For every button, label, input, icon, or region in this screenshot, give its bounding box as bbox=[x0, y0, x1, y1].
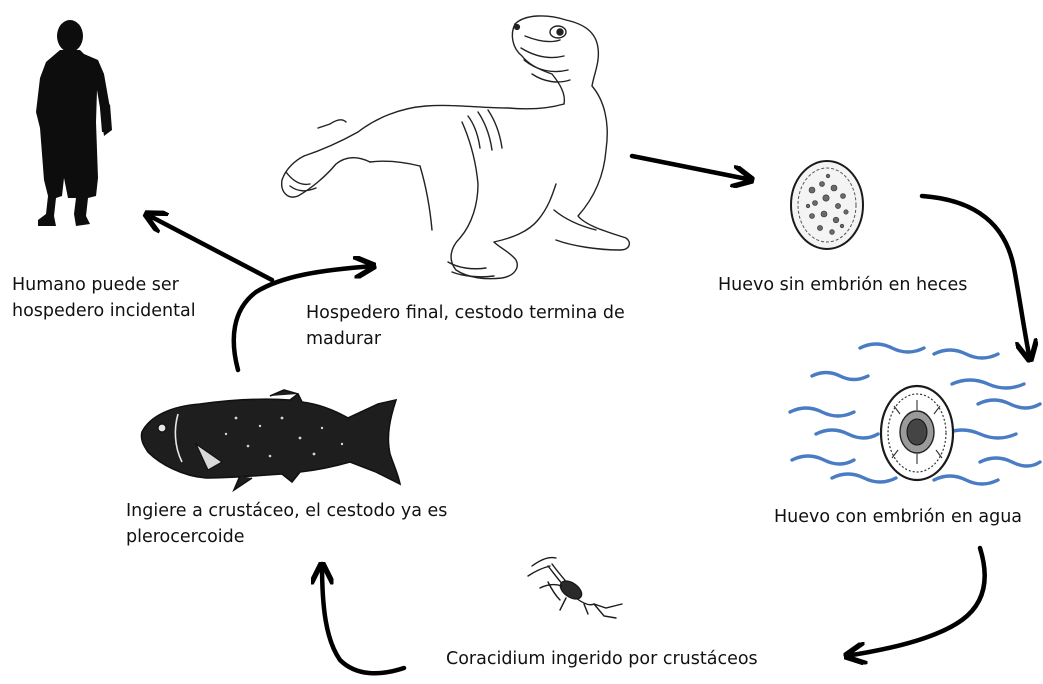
arrow-water-to-coracidium bbox=[846, 548, 985, 656]
label-human-line-2: hospedero incidental bbox=[12, 298, 196, 324]
label-final-host: Hospedero final, cestodo termina de madu… bbox=[306, 300, 625, 352]
label-final-host-line-2: madurar bbox=[306, 326, 625, 352]
label-fish-line-1: Ingiere a crustáceo, el cestodo ya es bbox=[126, 498, 447, 524]
label-coracidium: Coracidium ingerido por crustáceos bbox=[446, 646, 758, 672]
label-human: Humano puede ser hospedero incidental bbox=[12, 272, 196, 324]
label-egg-water-line-1: Huevo con embrión en agua bbox=[774, 504, 1022, 530]
label-egg-water: Huevo con embrión en agua bbox=[774, 504, 1022, 530]
arrow-to-human bbox=[146, 214, 272, 280]
label-fish: Ingiere a crustáceo, el cestodo ya es pl… bbox=[126, 498, 447, 550]
fish-icon bbox=[141, 390, 400, 490]
label-human-line-1: Humano puede ser bbox=[12, 272, 196, 298]
human-silhouette-icon bbox=[36, 20, 112, 226]
arrow-coracidium-to-fish bbox=[322, 564, 404, 673]
label-final-host-line-1: Hospedero final, cestodo termina de bbox=[306, 300, 625, 326]
sea-lion-icon bbox=[282, 16, 630, 279]
label-fish-line-2: plerocercoide bbox=[126, 524, 447, 550]
egg-icon bbox=[791, 161, 863, 249]
arrow-seal-to-egg bbox=[632, 156, 752, 180]
label-coracidium-line-1: Coracidium ingerido por crustáceos bbox=[446, 646, 758, 672]
copepod-icon bbox=[528, 557, 622, 618]
label-egg-feces: Huevo sin embrión en heces bbox=[718, 272, 967, 298]
embryonated-egg-icon bbox=[881, 386, 953, 480]
label-egg-feces-line-1: Huevo sin embrión en heces bbox=[718, 272, 967, 298]
